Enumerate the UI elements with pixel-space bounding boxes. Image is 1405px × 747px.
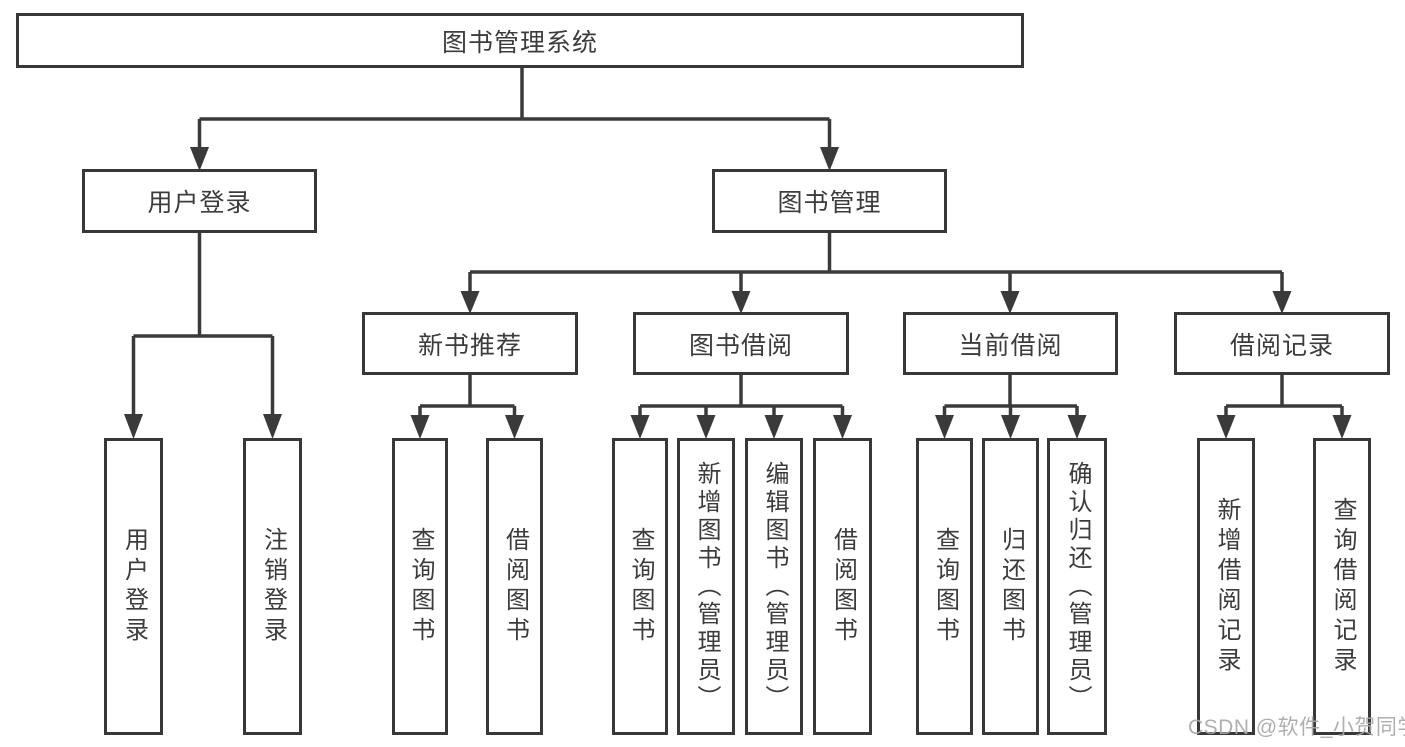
node-label: 新书推荐 [417,331,522,360]
arrowhead [190,147,209,171]
node-leaf-query-book-current: 查询图书 [916,438,973,735]
csdn-watermark: CSDN @软件_小贺同学 [1188,716,1405,739]
node-leaf-borrow-book-borrow: 借阅图书 [813,438,872,735]
node-label: 新增借阅记录 [1213,496,1240,677]
connector-bookmgmt-to-level3 [468,231,1284,295]
arrowhead [1332,415,1352,439]
node-current-borrow: 当前借阅 [903,312,1118,375]
arrowhead [1000,291,1020,314]
arrowhead [1001,415,1020,439]
node-user-login: 用户登录 [82,169,317,233]
node-label: 编辑图书（管理员） [761,460,788,713]
node-label: 注销登录 [259,526,287,647]
node-leaf-query-book-borrow: 查询图书 [612,438,668,735]
node-label: 查询借阅记录 [1329,496,1356,677]
node-label: 借阅记录 [1229,331,1334,360]
arrowhead [124,414,143,439]
arrowhead [731,291,751,314]
node-leaf-add-book-admin: 新增图书（管理员） [677,438,735,735]
node-label: 图书借阅 [688,331,793,360]
arrowhead [833,415,852,439]
arrowhead [460,291,480,314]
arrowhead [630,415,650,439]
node-leaf-logout-login: 注销登录 [243,438,302,735]
node-label: 新增图书（管理员） [693,460,720,713]
node-leaf-confirm-return-admin: 确认归还（管理员） [1047,438,1107,735]
node-leaf-query-book-recommend: 查询图书 [392,438,448,735]
connector-borrowrecord-to-leaves [1224,374,1344,420]
node-label: 查询图书 [407,526,434,647]
arrowhead [1067,415,1087,439]
node-leaf-return-book: 归还图书 [982,438,1039,735]
arrowhead [1216,415,1236,439]
arrowhead [263,414,282,439]
connector-root-to-level2 [197,66,832,153]
node-label: 图书管理系统 [441,28,598,57]
node-book-borrow: 图书借阅 [633,312,849,375]
arrowhead [505,415,524,439]
node-leaf-borrow-book-recommend: 借阅图书 [486,438,543,735]
arrowhead [696,415,716,439]
node-leaf-query-borrow-record: 查询借阅记录 [1313,438,1371,735]
node-label: 当前借阅 [958,331,1063,360]
node-label: 确认归还（管理员） [1064,460,1091,713]
node-leaf-add-borrow-record: 新增借阅记录 [1197,438,1255,735]
arrowheads [124,147,1352,439]
node-label: 借阅图书 [829,526,857,647]
node-label: 借阅图书 [501,526,529,647]
connector-newbook-to-leaves [418,374,517,420]
arrowhead [820,147,839,171]
node-label: 归还图书 [997,526,1025,647]
connector-userlogin-to-leaves [131,231,275,418]
node-book-management: 图书管理 [712,169,947,233]
node-label: 查询图书 [627,526,654,647]
node-leaf-user-login: 用户登录 [104,438,163,735]
connector-lines [131,66,1344,420]
node-borrow-record: 借阅记录 [1174,312,1390,375]
node-new-book-recommend: 新书推荐 [362,312,578,375]
arrowhead [410,415,430,439]
node-leaf-edit-book-admin: 编辑图书（管理员） [745,438,803,735]
arrowhead [764,415,784,439]
arrowhead [1272,291,1292,314]
node-label: 用户登录 [120,526,148,647]
node-label: 查询图书 [931,526,959,647]
node-root-system: 图书管理系统 [16,13,1024,68]
connector-bookborrow-to-leaves [638,374,845,420]
connector-currentborrow-to-leaves [942,374,1079,420]
arrowhead [935,415,954,439]
node-label: 图书管理 [777,189,882,217]
node-label: 用户登录 [147,189,252,217]
